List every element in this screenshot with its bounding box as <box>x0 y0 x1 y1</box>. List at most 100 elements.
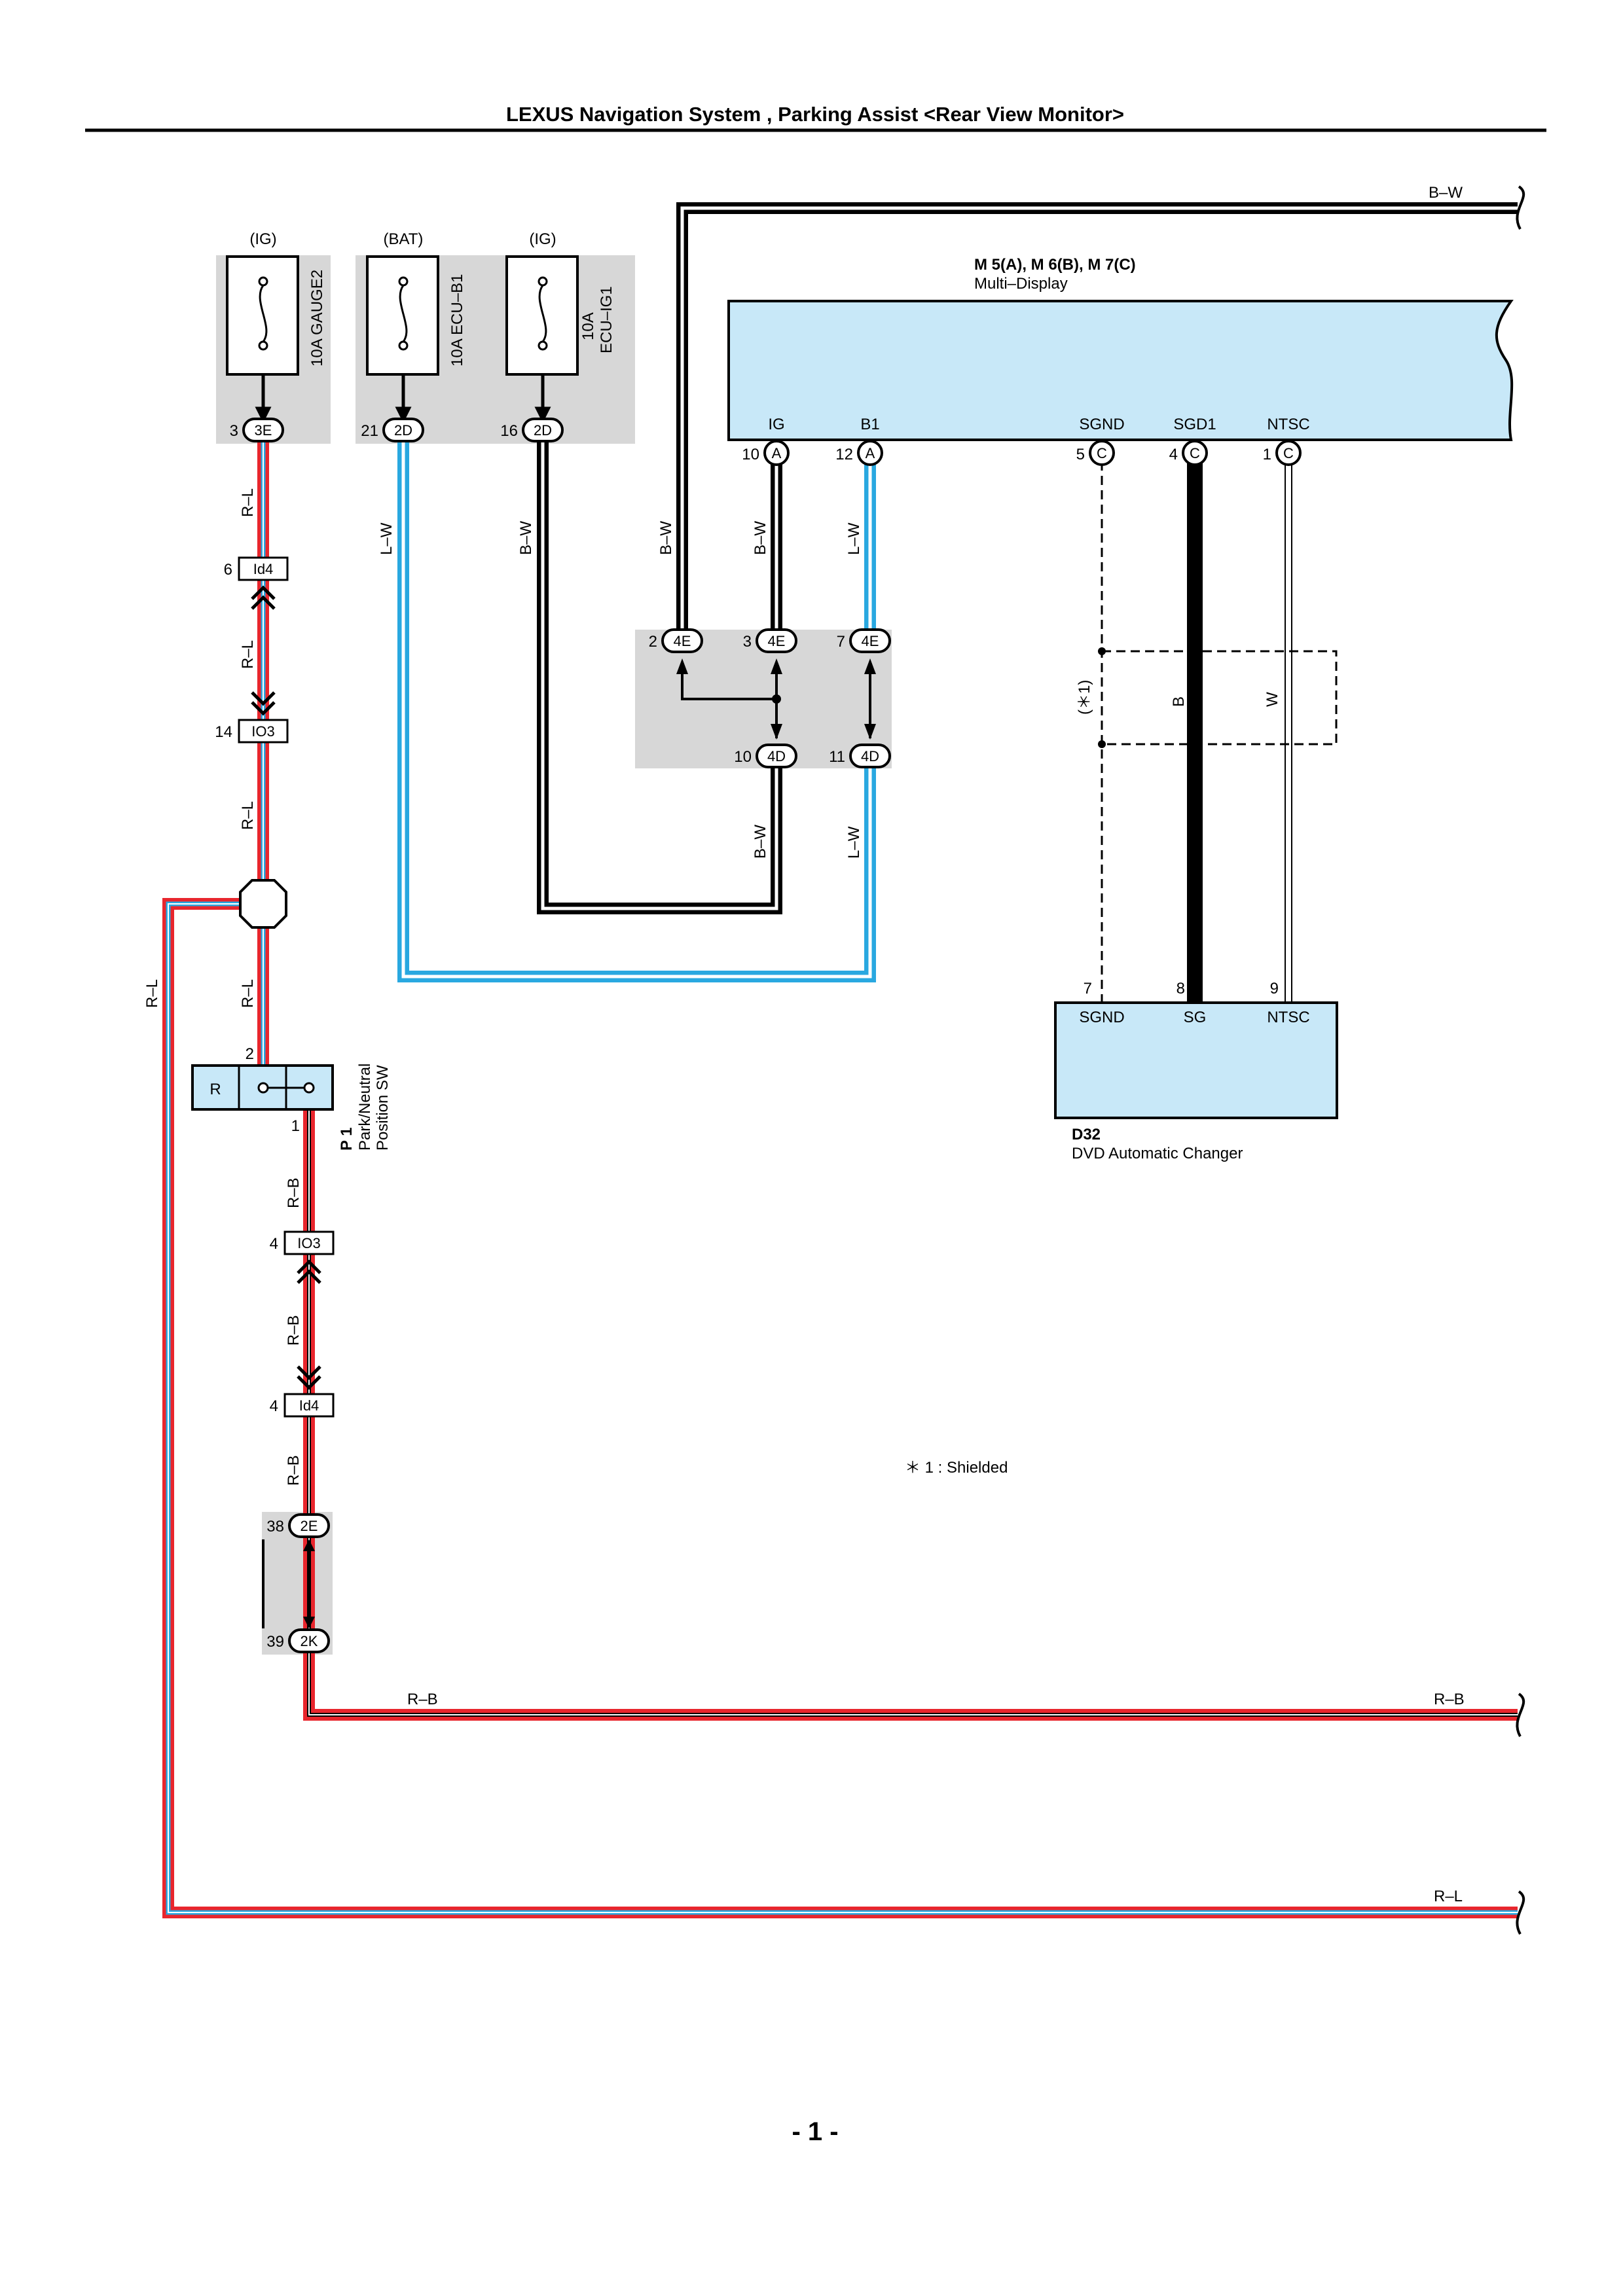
svg-text:B–W: B–W <box>1429 184 1463 202</box>
pin-number: 1 <box>1263 446 1271 463</box>
connector-4E-7: 4E 7 <box>837 628 891 674</box>
switch-name: Park/Neutral <box>356 1064 374 1151</box>
pin-number: 16 <box>500 422 518 440</box>
svg-text:Id4: Id4 <box>299 1397 319 1414</box>
connector-A-10: A 10 <box>742 440 790 466</box>
terminal-sgnd: SGND <box>1079 1009 1124 1026</box>
junction-block-backgrounds <box>216 255 892 1655</box>
switch-name: Position SW <box>374 1065 392 1151</box>
terminal-b1: B1 <box>860 416 879 433</box>
pin-number: 39 <box>266 1633 284 1651</box>
svg-text:L–W: L–W <box>845 522 863 555</box>
svg-text:B–W: B–W <box>752 825 769 859</box>
wire-r-b <box>303 1109 1518 1721</box>
connector-C-4: C 4 <box>1169 440 1208 466</box>
terminal-sgnd: SGND <box>1079 416 1124 433</box>
in-line-connector-chevrons-bottom <box>297 1259 321 1390</box>
svg-text:B–W: B–W <box>657 521 675 555</box>
fuse-rating-label: ECU–IG1 <box>598 286 615 353</box>
wire-b-w-top <box>676 202 1518 635</box>
dvd-changer-component: 7 8 9 SGND SG NTSC D32 DVD Automatic Cha… <box>1054 980 1338 1162</box>
svg-text:Id4: Id4 <box>253 561 274 577</box>
terminal-sgd1: SGD1 <box>1173 416 1216 433</box>
shield-note: ＊ 1 : Shielded <box>905 1459 1008 1477</box>
terminal-ig: IG <box>768 416 784 433</box>
page-number: - 1 - <box>792 2117 838 2146</box>
svg-text:C: C <box>1097 445 1107 461</box>
svg-text:R–L: R–L <box>239 801 257 830</box>
pin-number: 7 <box>837 633 845 651</box>
pin-number: 2 <box>246 1045 254 1063</box>
wire-r-l-branch <box>162 898 1518 1918</box>
terminal-ntsc: NTSC <box>1267 1009 1309 1026</box>
svg-text:2E: 2E <box>301 1518 318 1534</box>
park-neutral-switch: 2 R 1 P 1 Park/Neutral Position SW <box>191 1045 392 1151</box>
connector-4E-3: 4E 3 <box>743 628 797 674</box>
svg-text:W: W <box>1264 692 1281 707</box>
pin-number: 8 <box>1176 980 1185 997</box>
svg-text:2K: 2K <box>301 1633 318 1649</box>
shield-mark: (＊1) <box>1076 680 1093 715</box>
terminal-sg: SG <box>1184 1009 1207 1026</box>
svg-text:R–L: R–L <box>239 979 257 1008</box>
connector-IO3-top: IO3 14 <box>215 719 289 744</box>
connector-4E-2: 4E 2 <box>649 628 703 674</box>
svg-text:R–L: R–L <box>143 979 161 1008</box>
splice-point <box>239 879 287 929</box>
svg-text:4E: 4E <box>768 633 786 649</box>
svg-text:B–W: B–W <box>752 521 769 555</box>
svg-text:R–B: R–B <box>407 1691 438 1708</box>
svg-text:4E: 4E <box>674 633 691 649</box>
pin-number: 7 <box>1084 980 1092 997</box>
svg-text:IO3: IO3 <box>297 1235 320 1251</box>
multi-display-component: M 5(A), M 6(B), M 7(C) Multi–Display IG … <box>727 256 1514 441</box>
fuse-supply-label: (IG) <box>249 230 276 248</box>
connector-2E-2K-link <box>303 1539 315 1628</box>
continuation-marks <box>1516 185 1525 1935</box>
svg-text:R–L: R–L <box>239 640 257 669</box>
fuse-supply-label: (IG) <box>529 230 556 248</box>
pin-number: 38 <box>266 1518 284 1535</box>
connector-2E: 2E 38 <box>266 1513 330 1538</box>
pin-number: 5 <box>1076 446 1085 463</box>
svg-text:2D: 2D <box>394 422 412 439</box>
svg-text:C: C <box>1190 445 1200 461</box>
pin-number: 4 <box>1169 446 1178 463</box>
terminal-ntsc: NTSC <box>1267 416 1309 433</box>
page-title: LEXUS Navigation System , Parking Assist… <box>506 103 1124 126</box>
svg-text:R–B: R–B <box>285 1177 302 1208</box>
fuse-supply-label: (BAT) <box>384 230 424 248</box>
svg-text:3E: 3E <box>255 422 272 439</box>
svg-text:B: B <box>1170 696 1188 707</box>
svg-text:4E: 4E <box>862 633 879 649</box>
svg-text:B–W: B–W <box>517 521 535 555</box>
svg-text:R–B: R–B <box>285 1315 302 1346</box>
connector-C-1: C 1 <box>1263 440 1302 466</box>
pin-number: 12 <box>835 446 853 463</box>
svg-text:L–W: L–W <box>378 522 395 555</box>
svg-text:IO3: IO3 <box>251 723 274 740</box>
fuse-ecu-ig1: (IG) 10A ECU–IG1 <box>505 230 615 423</box>
junction-dots <box>772 694 781 704</box>
connector-2D-16: 2D 16 <box>500 418 564 442</box>
pin-number: 21 <box>361 422 378 440</box>
svg-text:C: C <box>1283 445 1294 461</box>
svg-text:L–W: L–W <box>845 826 863 859</box>
svg-text:A: A <box>772 445 782 461</box>
pin-number: 3 <box>230 422 238 440</box>
pin-number: 9 <box>1270 980 1279 997</box>
svg-text:A: A <box>866 445 875 461</box>
fuse-ecu-b1: (BAT) 10A ECU–B1 <box>366 230 466 423</box>
fuse-rating-label: 10A <box>579 312 597 340</box>
svg-text:R–L: R–L <box>239 488 257 517</box>
pin-number: 4 <box>270 1235 278 1253</box>
connector-2D-21: 2D 21 <box>361 418 424 442</box>
connector-Id4-top: Id4 6 <box>224 556 289 581</box>
component-code: M 5(A), M 6(B), M 7(C) <box>974 256 1136 274</box>
pin-number: 6 <box>224 561 232 579</box>
connector-2K: 2K 39 <box>266 1628 330 1653</box>
fuse-rating-label: 10A ECU–B1 <box>448 274 466 367</box>
component-name: DVD Automatic Changer <box>1072 1145 1243 1162</box>
svg-text:R–B: R–B <box>1434 1691 1465 1708</box>
pin-number: 11 <box>829 748 845 766</box>
